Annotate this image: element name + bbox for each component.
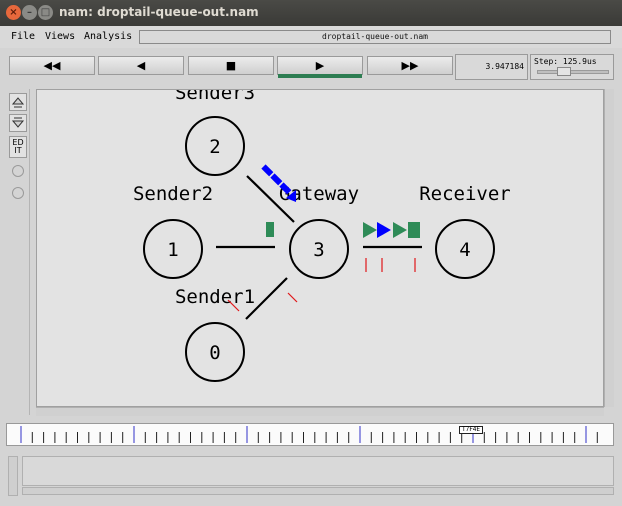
annotation-pane (22, 456, 614, 486)
timeline-marker[interactable]: T7F4E (459, 426, 483, 434)
step-back-button[interactable]: ◀ (98, 56, 184, 75)
network-svg: 2 1 3 4 0 Sender3 Sender2 Gateway Receiv… (133, 90, 511, 382)
label-receiver: Receiver (419, 183, 511, 205)
packet-green-arrow (363, 222, 377, 238)
play-button[interactable]: ▶ (277, 56, 363, 78)
window-title: nam: droptail-queue-out.nam (59, 5, 259, 19)
node-3-id: 3 (313, 239, 324, 261)
packets-3-4 (363, 222, 420, 238)
node-0[interactable]: 0 (185, 322, 245, 382)
node-1[interactable]: 1 (143, 219, 203, 279)
current-time-display: 3.947184 (455, 54, 528, 80)
fast-forward-button[interactable]: ▶▶ (367, 56, 453, 75)
label-sender3: Sender3 (175, 90, 255, 104)
menu-file[interactable]: File (11, 31, 36, 42)
annotation-vertical-scrollbar[interactable] (8, 456, 18, 496)
packet-blue (261, 164, 274, 177)
node-0-id: 0 (209, 342, 220, 364)
drop-mark (287, 292, 298, 303)
close-icon[interactable]: × (6, 5, 21, 20)
packets-blue (261, 164, 296, 202)
annotation-panel (6, 452, 614, 496)
window-titlebar: × – □ nam: droptail-queue-out.nam (0, 0, 622, 26)
packet-blue-arrow (377, 222, 391, 238)
radio-small-circle-icon[interactable] (12, 187, 24, 199)
link-2-3 (246, 175, 295, 223)
filename-display: droptail-queue-out.nam (139, 30, 611, 44)
edit-button[interactable]: ED IT (9, 136, 27, 158)
canvas-vertical-scrollbar[interactable] (604, 89, 614, 407)
label-sender2: Sender2 (133, 183, 213, 205)
step-slider-track[interactable] (537, 70, 609, 74)
menu-views[interactable]: Views (45, 31, 76, 42)
stop-button[interactable]: ■ (188, 56, 274, 75)
menu-analysis[interactable]: Analysis (84, 31, 133, 42)
timeline-bar[interactable]: T7F4E (6, 423, 614, 446)
minimize-icon[interactable]: – (22, 5, 37, 20)
label-sender1: Sender1 (175, 286, 255, 308)
step-label: Step: 125.9us (534, 57, 597, 66)
playback-controls: ◀◀ ◀ ■ ▶ ▶▶ 3.947184 Step: 125.9us (0, 50, 622, 84)
packet-green (408, 222, 420, 238)
canvas-horizontal-scrollbar[interactable] (36, 407, 604, 416)
tool-strip: ED IT (6, 89, 30, 415)
node-3[interactable]: 3 (289, 219, 349, 279)
step-slider-handle[interactable] (557, 67, 571, 76)
network-canvas[interactable]: 2 1 3 4 0 Sender3 Sender2 Gateway Receiv… (36, 89, 604, 407)
timeline-ticks (20, 426, 598, 443)
node-4[interactable]: 4 (435, 219, 495, 279)
link-0-3 (245, 277, 288, 320)
maximize-icon[interactable]: □ (38, 5, 53, 20)
packet-blue (270, 173, 283, 186)
packet-green (266, 222, 274, 237)
step-control: Step: 125.9us (530, 54, 614, 80)
drop-marks (227, 258, 416, 312)
label-gateway: Gateway (279, 183, 359, 205)
packet-green-arrow (393, 222, 407, 238)
node-4-id: 4 (459, 239, 470, 261)
packet-blue-arrow (286, 190, 296, 202)
rewind-button[interactable]: ◀◀ (9, 56, 95, 75)
node-2-id: 2 (209, 136, 220, 158)
annotation-horizontal-scrollbar[interactable] (22, 487, 614, 495)
node-2[interactable]: 2 (185, 116, 245, 176)
menu-bar: File Views Analysis droptail-queue-out.n… (0, 26, 622, 48)
zoom-out-icon[interactable] (9, 114, 27, 132)
drop-mark (227, 299, 240, 312)
node-1-id: 1 (167, 239, 178, 261)
packet-blue (279, 182, 292, 195)
radio-circle-icon[interactable] (12, 165, 24, 177)
zoom-in-icon[interactable] (9, 93, 27, 111)
